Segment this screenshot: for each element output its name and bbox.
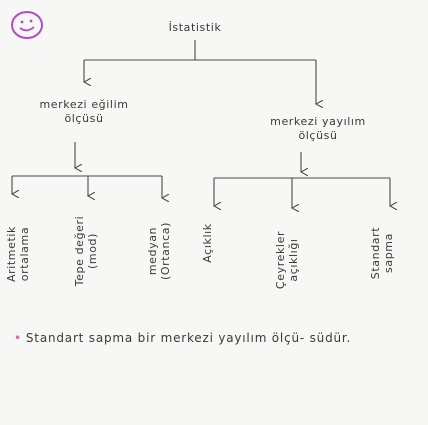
smiley-icon — [11, 11, 43, 39]
leaf-interquartile-range: Çeyrekler açıklığı — [274, 214, 302, 306]
leaf-mode-line1: Tepe değeri — [73, 215, 86, 287]
leaf-standard-deviation-line1: Standart — [369, 226, 382, 280]
branch-left-line2: ölçüsü — [64, 112, 104, 125]
root-node: İstatistik — [150, 21, 240, 35]
leaf-median: medyan (Ortanca) — [146, 205, 174, 297]
root-label: İstatistik — [168, 21, 222, 34]
leaf-standard-deviation: Standart sapma — [369, 215, 397, 291]
leaf-arithmetic-mean-line1: Aritmetik — [5, 225, 18, 283]
branch-right-line1: merkezi yayılım — [270, 115, 366, 128]
footnote: •Standart sapma bir merkezi yayılım ölçü… — [14, 326, 419, 350]
leaf-mode: Tepe değeri (mod) — [73, 203, 101, 299]
leaf-median-line2: (Ortanca) — [159, 222, 172, 280]
leaf-mode-line2: (mod) — [86, 233, 99, 270]
leaf-range-line1: Açıklık — [201, 223, 214, 263]
footnote-text: Standart sapma bir merkezi yayılım ölçü-… — [25, 331, 352, 345]
leaf-interquartile-range-line2: açıklığı — [287, 238, 300, 282]
leaf-arithmetic-mean-line2: ortalama — [18, 226, 31, 282]
leaf-interquartile-range-line1: Çeyrekler — [274, 230, 287, 290]
leaf-range: Açıklık — [201, 213, 215, 273]
leaf-arithmetic-mean: Aritmetik ortalama — [5, 216, 33, 292]
branch-right-node: merkezi yayılım ölçüsü — [252, 115, 384, 143]
branch-right-line2: ölçüsü — [298, 129, 338, 142]
bullet-icon: • — [14, 331, 22, 345]
branch-left-node: merkezi eğilim ölçüsü — [22, 98, 146, 126]
leaf-median-line1: medyan — [146, 226, 159, 276]
leaf-standard-deviation-line2: sapma — [382, 233, 395, 273]
branch-left-line1: merkezi eğilim — [39, 98, 129, 111]
